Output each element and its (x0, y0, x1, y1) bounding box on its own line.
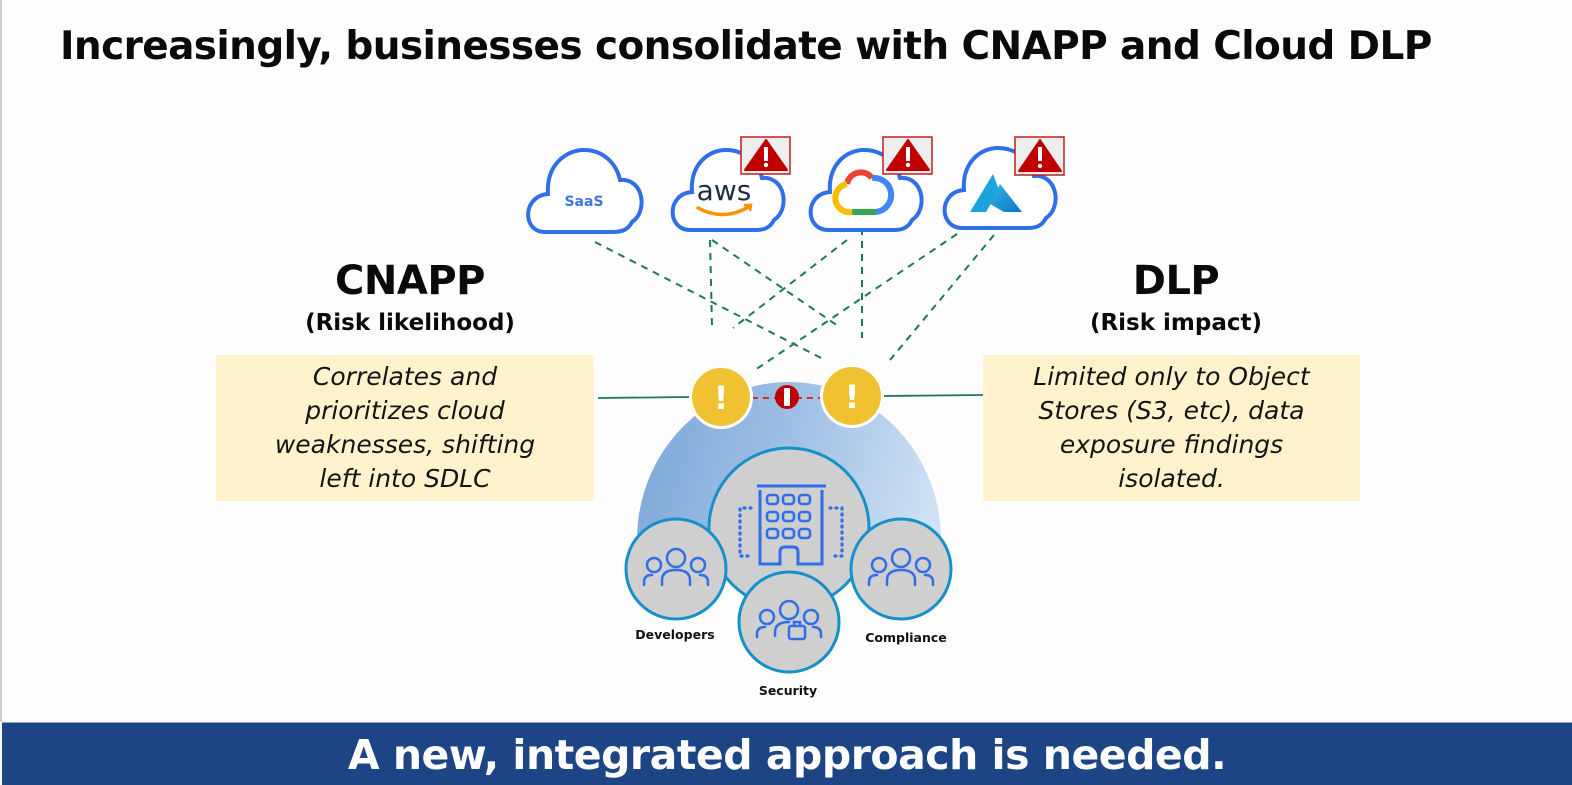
exclamation-icon: ! (845, 378, 860, 416)
slide-title: Increasingly, businesses consolidate wit… (60, 24, 1432, 69)
role-security (737, 570, 841, 674)
cnapp-description: Correlates and prioritizes cloud weaknes… (216, 355, 594, 501)
connector-aws-2 (711, 239, 839, 327)
dlp-title: DLP (1132, 258, 1220, 304)
saas-label: SaaS (564, 194, 603, 210)
cnapp-subtitle: (Risk likelihood) (305, 310, 515, 336)
connector-azure-2 (889, 234, 995, 361)
connector-saas (594, 241, 826, 361)
bottom-banner: A new, integrated approach is needed. (2, 722, 1572, 785)
cnapp-description-line: weaknesses, shifting (274, 430, 536, 459)
dlp-description-line: Stores (S3, etc), data (1038, 396, 1305, 425)
exclamation-icon: ! (714, 379, 729, 417)
alert-badge-gcp (882, 136, 933, 175)
aws-logo-text: aws (697, 174, 752, 207)
connector-gcp-1 (732, 239, 848, 329)
role-label-compliance: Compliance (865, 630, 947, 645)
cnapp-title: CNAPP (335, 258, 485, 304)
warning-dlp: ! (820, 364, 884, 428)
connector-lines (594, 228, 995, 371)
connector-cnapp (597, 396, 691, 399)
slide-left-border (0, 0, 2, 722)
dlp-subtitle: (Risk impact) (1089, 310, 1263, 336)
people-group-icon (642, 547, 710, 587)
connector-dlp (883, 394, 984, 397)
aws-smile-icon (696, 204, 752, 217)
google-cloud-logo-icon (832, 169, 895, 216)
diagram: SaaS aws (526, 136, 1065, 698)
building-icon (738, 484, 844, 566)
people-group-icon (867, 547, 935, 587)
cloud-saas: SaaS (526, 147, 644, 234)
dlp-description-line: exposure findings (1059, 430, 1284, 459)
alert-badge-azure (1014, 136, 1065, 176)
dlp-description-line: isolated. (1118, 464, 1225, 493)
dlp-description: Limited only to Object Stores (S3, etc),… (983, 355, 1360, 501)
role-label-developers: Developers (635, 627, 714, 642)
connector-azure-1 (754, 233, 958, 371)
cnapp-description-line: Correlates and (312, 362, 498, 391)
role-label-security: Security (759, 683, 817, 698)
role-compliance (849, 517, 953, 621)
aws-arrow-icon (744, 203, 753, 212)
connector-aws-1 (709, 239, 713, 327)
azure-logo-icon (970, 174, 1022, 212)
cloud-outline-icon (526, 147, 644, 234)
alert-badge-aws (740, 136, 791, 175)
people-briefcase-icon (755, 599, 823, 641)
banner-text: A new, integrated approach is needed. (347, 731, 1227, 779)
dlp-description-line: Limited only to Object (1033, 362, 1310, 391)
cnapp-description-line: left into SDLC (319, 464, 491, 493)
cnapp-description-line: prioritizes cloud (305, 396, 505, 425)
warning-cnapp: ! (689, 365, 753, 429)
role-developers (624, 517, 728, 621)
